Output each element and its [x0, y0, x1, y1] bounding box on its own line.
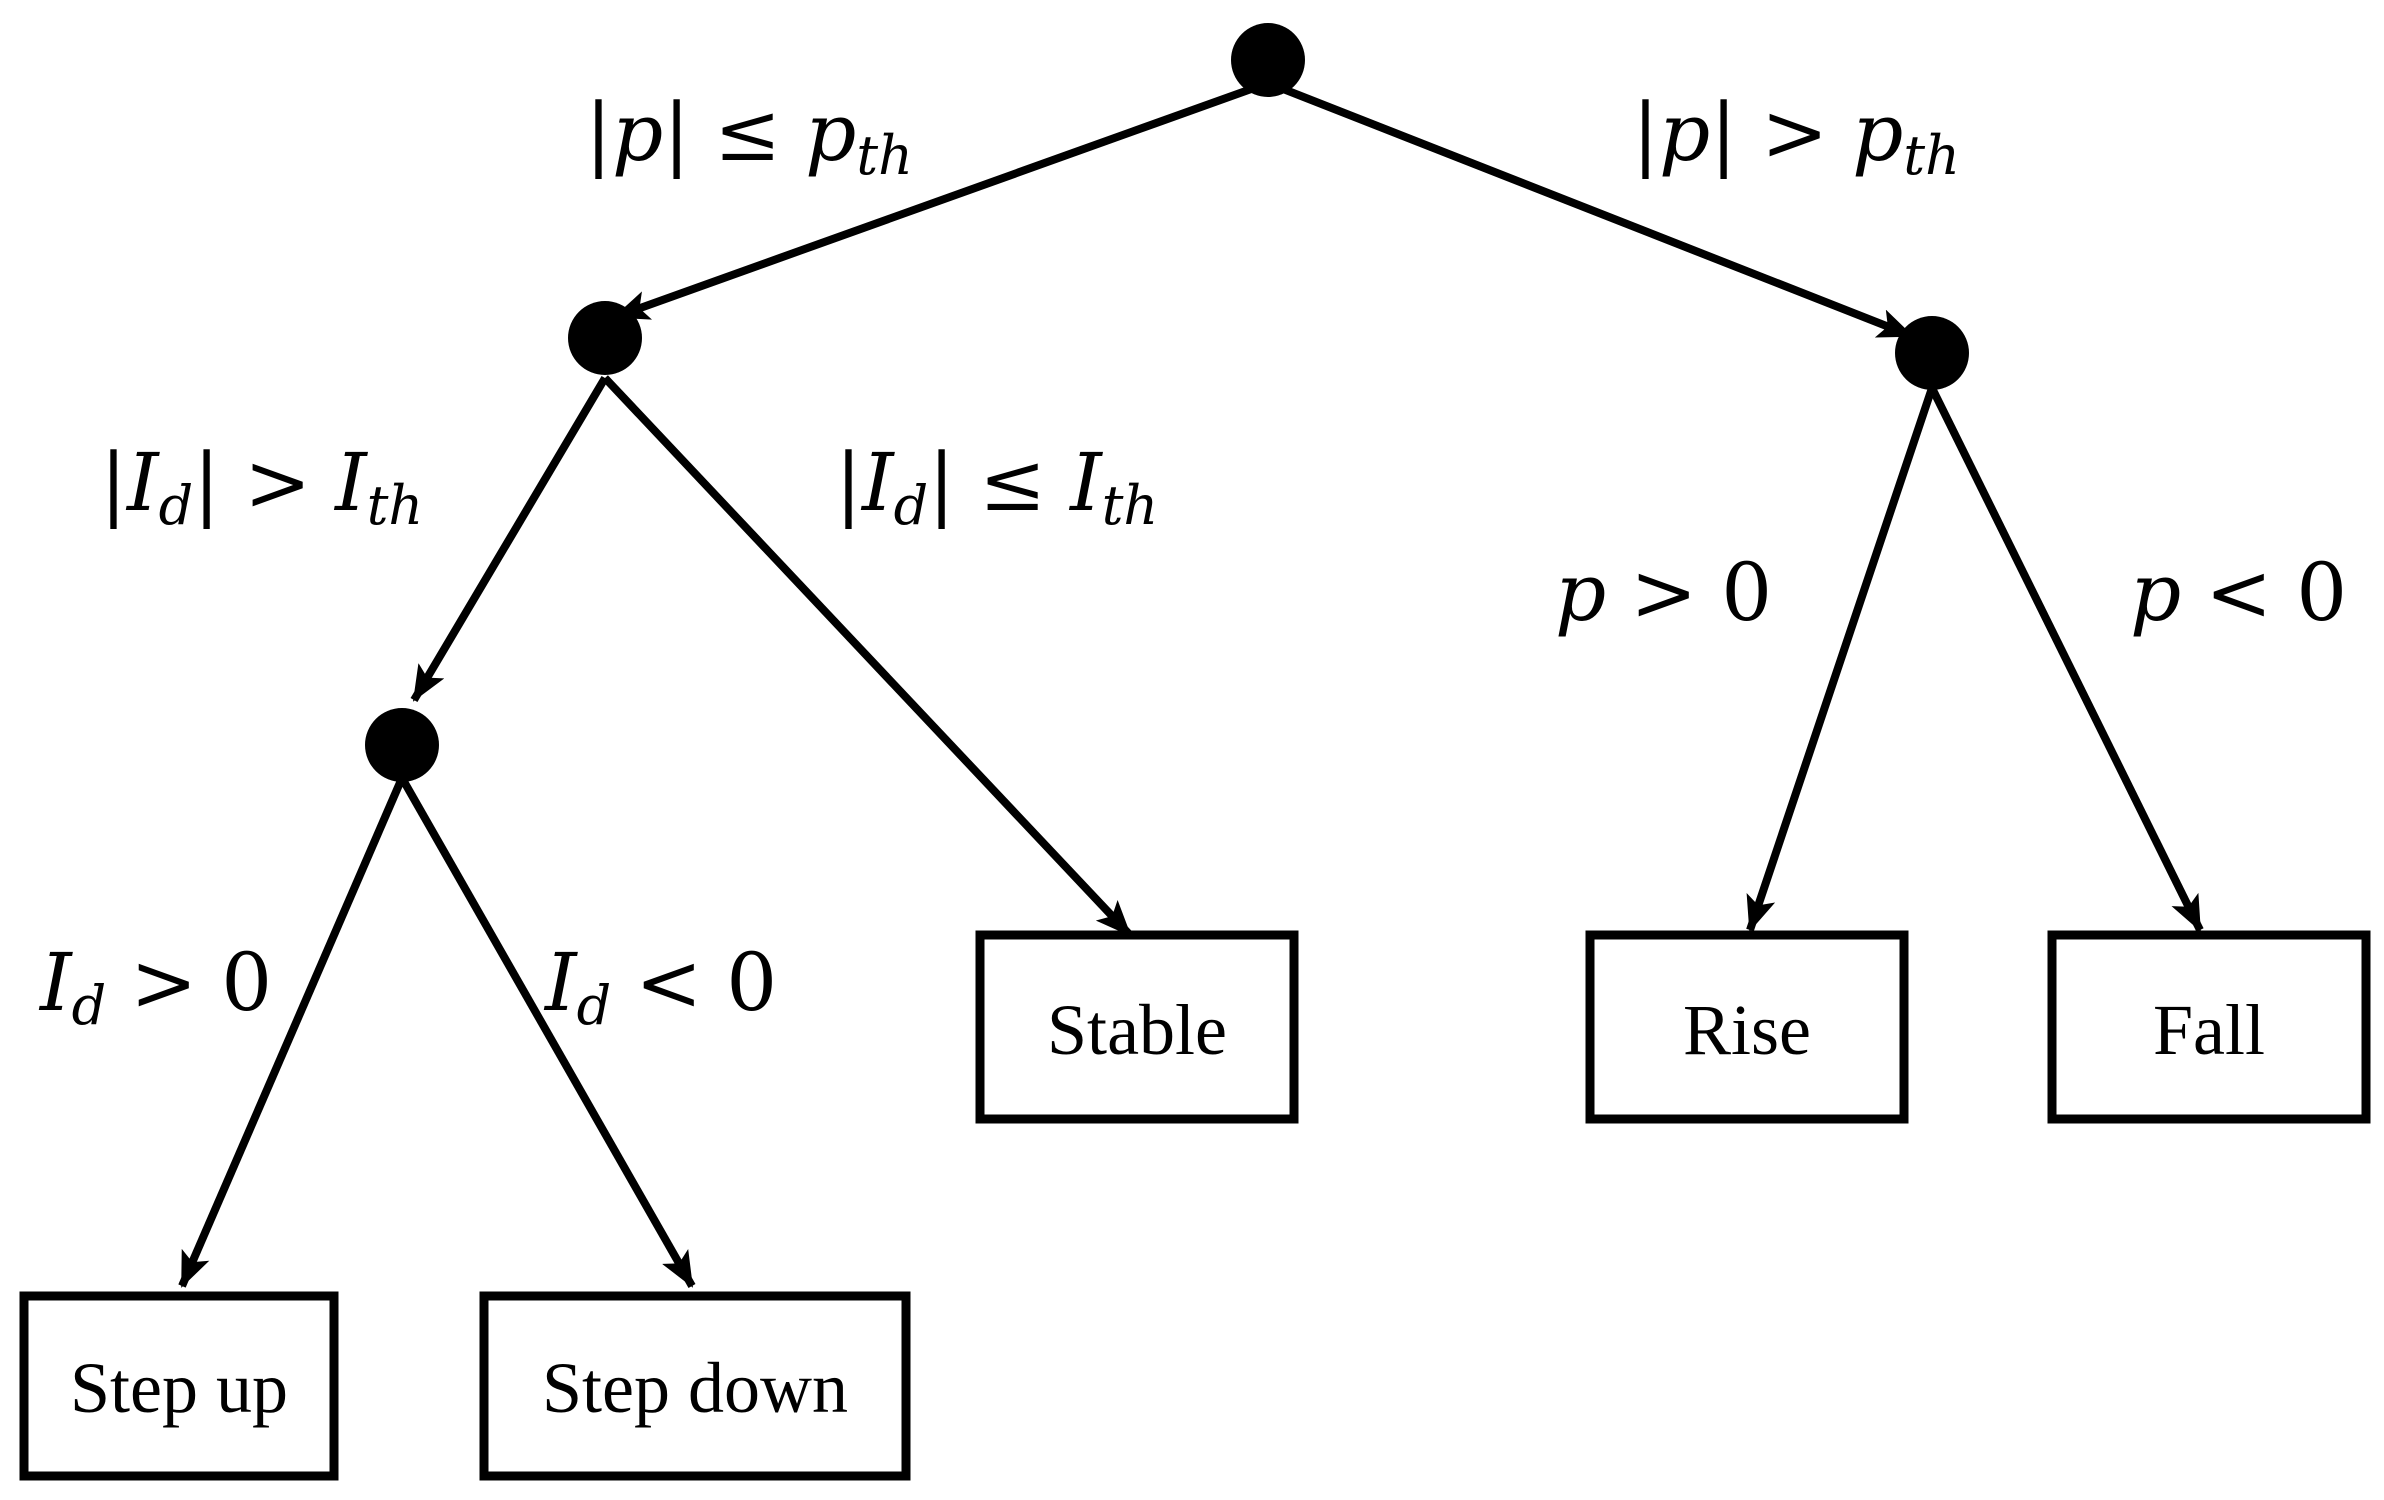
label-rise-left-op: > [1630, 546, 1697, 639]
edge-low-power-to-stable [602, 375, 1133, 938]
leaf-stable: Stable [975, 930, 1299, 1124]
leaf-boxes: Step up Step down Stable Rise Fall [19, 930, 2371, 1481]
label-rise-right-op: < [2205, 546, 2272, 639]
leaf-stable-box [975, 930, 1299, 1124]
label-root-right-op: > [1761, 86, 1828, 179]
label-dir-left-var-sub: d [72, 974, 107, 1037]
label-low-right-op: ≤ [979, 436, 1046, 529]
label-dir-left-op: > [130, 936, 197, 1029]
edge-labels: |p|≤pth |p|>pth |Id|>Ith |Id|≤Ith Id>0 I… [38, 86, 2347, 1037]
label-low-left-var: I [125, 436, 160, 529]
label-rise-left-var: p [1555, 546, 1606, 639]
edge-rise-fall-to-fall [1928, 386, 2204, 932]
label-root-right-bar-open: | [1632, 86, 1659, 179]
label-dir-left: Id >0 [38, 936, 272, 1037]
label-dir-right-var: I [543, 936, 578, 1029]
label-low-left-rhs: I [333, 436, 368, 529]
label-dir-right-var-sub: d [577, 974, 612, 1037]
label-low-left-bar-close: | [193, 436, 220, 529]
label-root-left-rhs-sub: th [856, 124, 912, 187]
label-root-right-var: p [1659, 86, 1710, 179]
leaf-step-down-box [479, 1291, 911, 1481]
edge-current-dir-to-step-up [178, 776, 406, 1288]
label-rise-left: p >0 [1555, 546, 1772, 639]
leaf-fall-box [2047, 930, 2371, 1124]
label-rise-right-var: p [2130, 546, 2181, 639]
leaf-rise: Rise [1585, 930, 1909, 1124]
label-low-right-bar-close: | [928, 436, 955, 529]
label-root-left-op: ≤ [714, 86, 781, 179]
decision-node-rise-fall [1895, 316, 1969, 390]
label-low-left-var-sub: d [159, 474, 194, 537]
label-rise-right-rhs: 0 [2296, 546, 2347, 639]
label-low-left: |Id|>Ith [100, 436, 423, 537]
label-low-right-bar-open: | [835, 436, 862, 529]
leaf-rise-label: Rise [1683, 990, 1811, 1070]
leaf-stable-label: Stable [1047, 990, 1227, 1070]
edge-current-dir-to-step-down [398, 776, 696, 1288]
leaf-fall-label: Fall [2153, 990, 2265, 1070]
label-root-left-bar-open: | [585, 86, 612, 179]
decision-node-low-power [568, 301, 642, 375]
label-root-right: |p|>pth [1632, 86, 1960, 187]
label-dir-right-op: < [635, 936, 702, 1029]
label-low-left-bar-open: | [100, 436, 127, 529]
label-dir-left-rhs: 0 [221, 936, 272, 1029]
leaf-step-down-label: Step down [542, 1348, 848, 1428]
label-root-right-rhs: p [1852, 86, 1903, 179]
edge-root-to-low-power [613, 79, 1270, 321]
label-low-right-var: I [860, 436, 895, 529]
label-low-right-rhs: I [1068, 436, 1103, 529]
label-rise-left-rhs: 0 [1721, 546, 1772, 639]
label-root-left: |p|≤pth [585, 86, 913, 187]
label-root-right-rhs-sub: th [1903, 124, 1959, 187]
label-root-left-rhs: p [805, 86, 856, 179]
label-low-left-op: > [244, 436, 311, 529]
leaf-step-up-box [19, 1291, 339, 1481]
decision-nodes [365, 23, 1969, 782]
label-low-right-var-sub: d [894, 474, 929, 537]
label-root-left-var: p [612, 86, 663, 179]
label-dir-left-var: I [38, 936, 73, 1029]
edge-low-power-to-current-dir [410, 375, 609, 703]
label-dir-right: Id <0 [543, 936, 777, 1037]
label-root-right-bar-close: | [1710, 86, 1737, 179]
leaf-step-up-label: Step up [70, 1348, 288, 1428]
leaf-step-down: Step down [479, 1291, 911, 1481]
leaf-step-up: Step up [19, 1291, 339, 1481]
label-rise-right: p <0 [2130, 546, 2347, 639]
label-low-right-rhs-sub: th [1102, 474, 1158, 537]
decision-node-current-dir [365, 708, 439, 782]
leaf-fall: Fall [2047, 930, 2371, 1124]
edges [178, 79, 2204, 1288]
edge-rise-fall-to-rise [1746, 386, 1936, 932]
label-low-left-rhs-sub: th [367, 474, 423, 537]
decision-node-root [1231, 23, 1305, 97]
label-dir-right-rhs: 0 [726, 936, 777, 1029]
leaf-rise-box [1585, 930, 1909, 1124]
edge-root-to-rise-fall [1266, 79, 1914, 340]
label-low-right: |Id|≤Ith [835, 436, 1158, 537]
label-root-left-bar-close: | [663, 86, 690, 179]
